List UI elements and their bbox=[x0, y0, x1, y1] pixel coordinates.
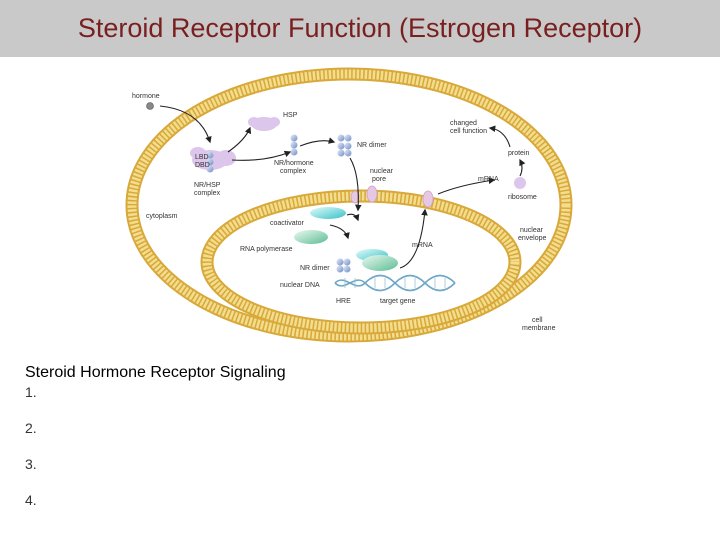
nuclear-pore bbox=[350, 190, 360, 204]
label-nr-hsp: NR/HSP bbox=[194, 182, 221, 189]
label-hsp: HSP bbox=[283, 112, 298, 119]
pathway-arrows bbox=[159, 105, 526, 269]
slide-title: Steroid Receptor Function (Estrogen Rece… bbox=[77, 13, 643, 43]
ribosome bbox=[514, 177, 526, 189]
label-lbd: LBD bbox=[195, 154, 209, 161]
nr-hormone-complex bbox=[290, 134, 298, 156]
nuclear-pore bbox=[422, 190, 434, 208]
transcription-complex bbox=[336, 249, 398, 273]
notes-item: 1. bbox=[25, 384, 37, 400]
label-mrna-bottom: mRNA bbox=[412, 242, 433, 249]
rna-polymerase bbox=[294, 230, 328, 244]
notes-item: 4. bbox=[25, 492, 37, 508]
label-protein: protein bbox=[508, 150, 530, 157]
label-nuclear-dna: nuclear DNA bbox=[280, 282, 320, 289]
label-membrane: membrane bbox=[522, 325, 556, 332]
coactivator bbox=[310, 207, 346, 219]
label-coactivator: coactivator bbox=[270, 220, 305, 227]
hormone-molecule bbox=[146, 102, 154, 110]
label-changed: changed bbox=[450, 120, 477, 127]
label-dbd: DBD bbox=[195, 162, 210, 169]
nuclear-envelope bbox=[200, 189, 522, 335]
nr-dimer-top bbox=[337, 134, 352, 157]
notes-item: 2. bbox=[25, 420, 37, 436]
label-hre: HRE bbox=[336, 298, 351, 305]
nr-hsp-complex bbox=[190, 147, 236, 173]
label-cell-function: cell function bbox=[450, 128, 487, 135]
receptor-diagram: hormone LBD DBD HSP NR/hormone complex N… bbox=[125, 67, 573, 343]
label-nuclear: nuclear bbox=[370, 168, 394, 175]
label-cell: cell bbox=[532, 317, 543, 324]
nuclear-pore bbox=[366, 185, 378, 203]
notes-item: 3. bbox=[25, 456, 37, 472]
label-complex-b: complex bbox=[194, 190, 221, 197]
label-nr-dimer-top: NR dimer bbox=[357, 142, 387, 149]
notes-heading: Steroid Hormone Receptor Signaling bbox=[25, 364, 286, 381]
label-envelope: envelope bbox=[518, 235, 547, 242]
label-nr-dimer-bottom: NR dimer bbox=[300, 265, 330, 272]
cell-membrane bbox=[125, 67, 573, 343]
label-target-gene: target gene bbox=[380, 298, 416, 305]
notes-list: 1. 2. 3. 4. bbox=[25, 384, 445, 508]
dna-helix bbox=[334, 274, 456, 292]
label-nr-hormone: NR/hormone bbox=[274, 160, 314, 167]
label-pore: pore bbox=[372, 176, 386, 183]
label-ribosome: ribosome bbox=[508, 194, 537, 201]
label-hormone: hormone bbox=[132, 93, 160, 100]
notes-section: Steroid Hormone Receptor Signaling 1. 2.… bbox=[25, 364, 445, 528]
hsp-protein bbox=[248, 117, 280, 131]
label-complex-a: complex bbox=[280, 168, 307, 175]
label-rna-polymerase: RNA polymerase bbox=[240, 246, 293, 253]
label-nuclear-b: nuclear bbox=[520, 227, 544, 234]
title-bar: Steroid Receptor Function (Estrogen Rece… bbox=[0, 0, 720, 57]
label-cytoplasm: cytoplasm bbox=[146, 213, 178, 220]
